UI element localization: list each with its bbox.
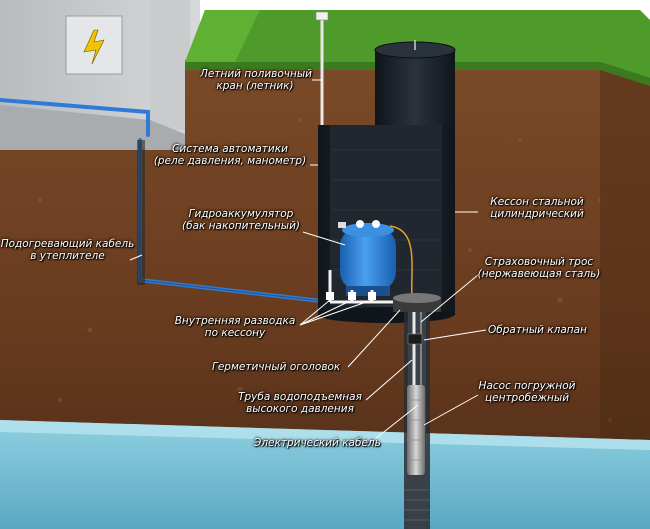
label-pressure-pipe-line1: Труба водоподъемная xyxy=(238,391,362,403)
label-pump-line2: центробежный xyxy=(484,392,570,404)
label-internal-piping-line2: по кессону xyxy=(204,327,266,339)
label-accumulator-line2: (бак накопительный) xyxy=(182,220,300,232)
label-sealed-head-text: Герметичный оголовок xyxy=(212,361,341,373)
submersible-pump xyxy=(407,385,425,475)
summer-tap xyxy=(315,11,329,125)
water-layer xyxy=(0,420,650,529)
label-internal-piping: Внутренняя разводка по кессону xyxy=(170,315,300,339)
leader-lines xyxy=(129,79,487,444)
label-accumulator: Гидроаккумулятор (бак накопительный) xyxy=(178,208,304,232)
label-sealed-head: Герметичный оголовок xyxy=(212,361,340,373)
label-electric-cable: Электрический кабель xyxy=(254,437,381,449)
label-caisson-line2: цилиндрический xyxy=(490,208,584,220)
label-pump: Насос погружной центробежный xyxy=(472,380,582,404)
electrical-box xyxy=(65,15,123,75)
label-automation-line1: Система автоматики xyxy=(172,143,288,155)
label-safety-rope: Страховочный трос (нержавеющая сталь) xyxy=(474,256,604,280)
label-heating-cable-line2: в утеплителе xyxy=(30,250,105,262)
label-pressure-pipe: Труба водоподъемная высокого давления xyxy=(236,391,364,415)
check-valve xyxy=(407,333,423,345)
label-pressure-pipe-line2: высокого давления xyxy=(246,403,354,415)
label-internal-piping-line1: Внутренняя разводка xyxy=(174,315,296,327)
label-electric-cable-text: Электрический кабель xyxy=(254,437,381,449)
pipe-insulation xyxy=(137,140,145,285)
label-heating-cable: Подогревающий кабель в утеплителе xyxy=(0,238,135,262)
label-safety-rope-line2: (нержавеющая сталь) xyxy=(477,268,601,280)
label-caisson-line1: Кессон стальной xyxy=(490,196,584,208)
automation-wire xyxy=(389,225,413,303)
label-accumulator-line1: Гидроаккумулятор xyxy=(188,208,294,220)
label-check-valve: Обратный клапан xyxy=(488,324,587,336)
fittings xyxy=(326,292,376,300)
label-check-valve-text: Обратный клапан xyxy=(488,324,587,336)
label-automation: Система автоматики (реле давления, маном… xyxy=(150,143,310,167)
label-summer-tap: Летний поливочный кран (летник) xyxy=(200,68,312,92)
label-summer-tap-line1: Летний поливочный xyxy=(200,68,312,80)
accumulator-tank xyxy=(338,220,396,296)
label-pump-line1: Насос погружной xyxy=(478,380,576,392)
label-summer-tap-line2: кран (летник) xyxy=(216,80,294,92)
label-caisson: Кессон стальной цилиндрический xyxy=(482,196,592,220)
sealed-wellhead xyxy=(393,293,441,312)
label-safety-rope-line1: Страховочный трос xyxy=(484,256,594,268)
label-heating-cable-line1: Подогревающий кабель xyxy=(0,238,135,250)
label-automation-line2: (реле давления, манометр) xyxy=(153,155,307,167)
